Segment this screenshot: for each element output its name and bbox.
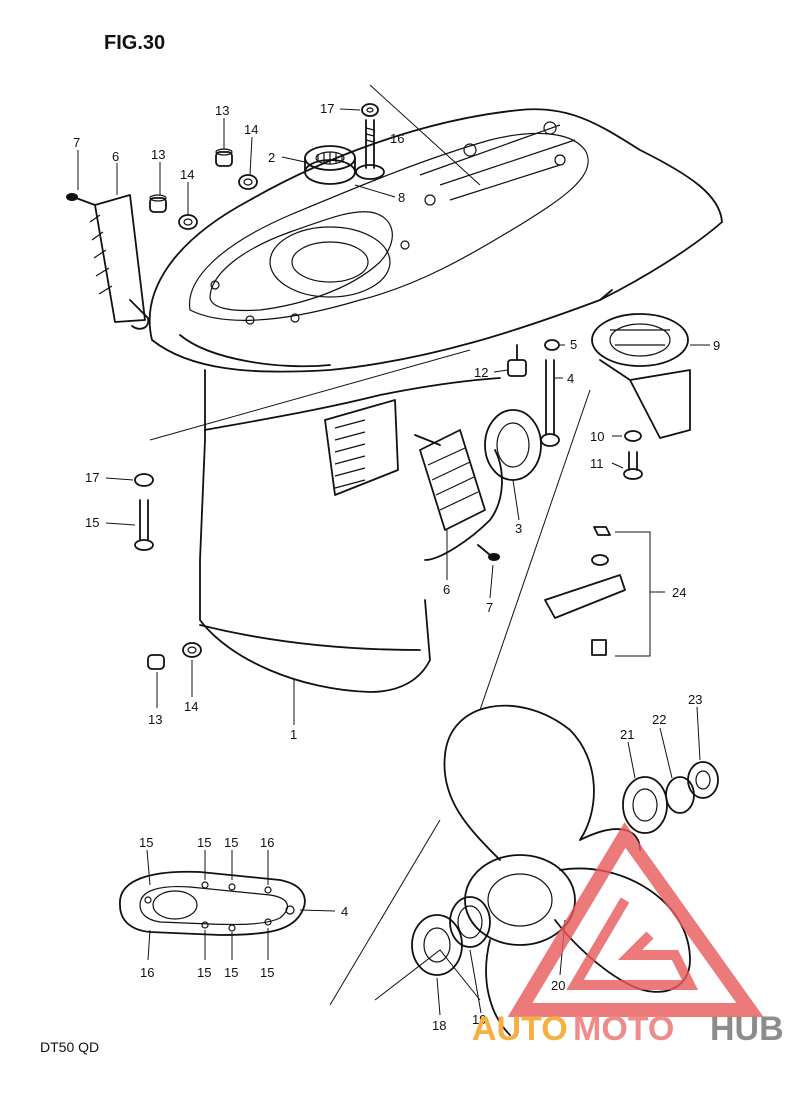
callout-5: 5 (570, 337, 577, 352)
plug-part-13-b (149, 194, 167, 213)
cotter-part-22 (665, 776, 695, 814)
callout-3: 3 (515, 521, 522, 536)
callout-17: 17 (320, 101, 334, 116)
bolt-part-16 (355, 119, 385, 180)
plug-part-13 (215, 148, 233, 167)
callout-24: 24 (672, 585, 686, 600)
washer-part-5 (544, 339, 560, 351)
callout-1: 1 (290, 727, 297, 742)
callout-14: 14 (180, 167, 194, 182)
callout-4: 4 (567, 371, 574, 386)
gear-case-housing (148, 108, 723, 693)
callout-16: 16 (390, 131, 404, 146)
washer-part-17-b (134, 473, 154, 487)
callout-15: 15 (85, 515, 99, 530)
leader-lines (77, 108, 710, 1016)
callout-22: 22 (652, 712, 666, 727)
plug-part-12 (507, 344, 527, 377)
bolt-part-4 (540, 359, 560, 447)
callout-labels: 7 6 13 14 13 14 2 17 16 8 5 9 12 4 10 11… (73, 101, 720, 1033)
callout-15: 15 (260, 965, 274, 980)
callout-15: 15 (139, 835, 153, 850)
callout-15: 15 (224, 965, 238, 980)
bushing-part-19 (449, 896, 491, 948)
callout-10: 10 (590, 429, 604, 444)
callout-20: 20 (551, 978, 565, 993)
callout-14: 14 (244, 122, 258, 137)
callout-13: 13 (215, 103, 229, 118)
callout-16: 16 (140, 965, 154, 980)
callout-11: 11 (590, 456, 604, 471)
callout-15: 15 (224, 835, 238, 850)
callout-4: 4 (341, 904, 348, 919)
spacer-part-21 (622, 776, 668, 834)
callout-7: 7 (73, 135, 80, 150)
callout-7: 7 (486, 600, 493, 615)
screw-part-7-b (477, 544, 500, 561)
callout-18: 18 (432, 1018, 446, 1033)
guide-lines (149, 84, 591, 1006)
kit-part-24 (544, 526, 665, 657)
callout-6: 6 (443, 582, 450, 597)
callout-19: 19 (472, 1012, 486, 1027)
figure-title: FIG.30 (104, 32, 165, 54)
washer-part-10 (624, 430, 642, 442)
callout-23: 23 (688, 692, 702, 707)
housing-bottom-view (119, 870, 306, 936)
watermark-auto: AUTO (472, 1010, 568, 1048)
callout-17: 17 (85, 470, 99, 485)
callout-2: 2 (268, 150, 275, 165)
trim-tab-part-9 (591, 313, 691, 439)
bolt-part-15 (134, 499, 154, 551)
callout-21: 21 (620, 727, 634, 742)
model-label: DT50 QD (40, 1039, 99, 1055)
callout-14: 14 (184, 699, 198, 714)
washer-part-17 (361, 103, 379, 117)
bolt-part-11 (623, 451, 643, 480)
screw-part-7 (66, 193, 96, 206)
callout-16: 16 (260, 835, 274, 850)
nut-part-23 (687, 761, 719, 799)
plug-part-13-c (147, 654, 165, 670)
watermark-text: AUTO MOTO HUB (472, 1010, 784, 1048)
callout-13: 13 (151, 147, 165, 162)
callout-15: 15 (197, 965, 211, 980)
callout-15: 15 (197, 835, 211, 850)
seal-part-3 (484, 409, 542, 481)
bearing-part-2 (304, 145, 356, 185)
callout-8: 8 (398, 190, 405, 205)
watermark-hub: HUB (710, 1010, 784, 1048)
watermark-moto: MOTO (573, 1010, 674, 1048)
callout-12: 12 (474, 365, 488, 380)
intake-grille-part-6 (89, 194, 150, 330)
gasket-part-14-b (178, 214, 198, 230)
gasket-part-14 (238, 174, 258, 190)
callout-13: 13 (148, 712, 162, 727)
callout-9: 9 (713, 338, 720, 353)
gasket-part-14-c (182, 642, 202, 658)
callout-6: 6 (112, 149, 119, 164)
watermark-logo (507, 822, 764, 1017)
intake-grille-part-6-b (414, 429, 486, 531)
